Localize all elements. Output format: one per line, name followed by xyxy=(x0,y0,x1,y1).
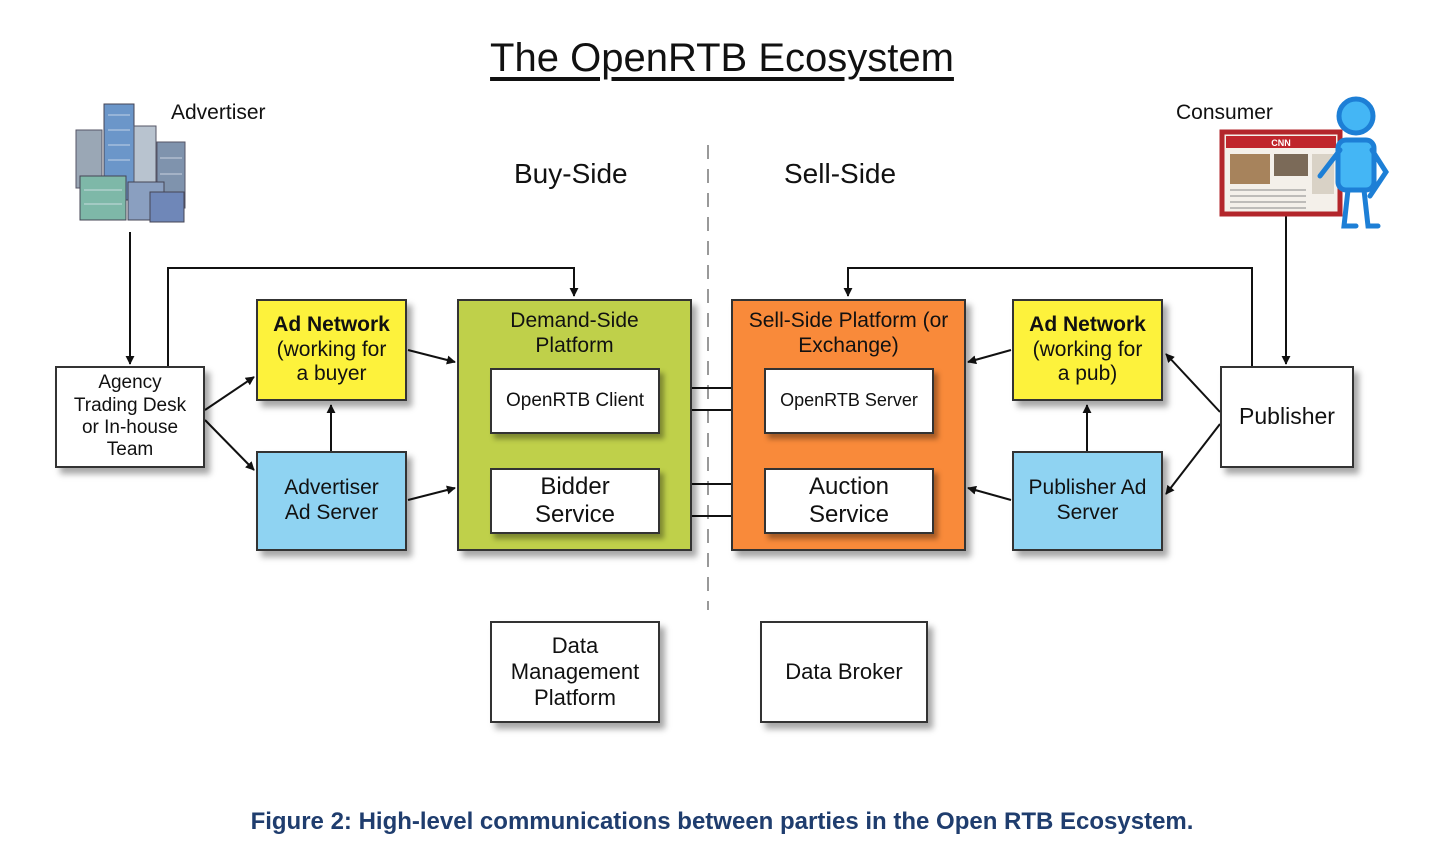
ssp-title-line: Sell-Side Platform (or xyxy=(748,309,949,332)
pub-ad-server-line: Server xyxy=(1056,501,1119,524)
auction-line: Service xyxy=(808,501,890,528)
advertiser-ad-server-box: Advertiser Ad Server xyxy=(256,451,407,551)
arrow-pub-adnetwork-to-ssp xyxy=(967,349,1012,365)
auction-service-box: Auction Service xyxy=(764,468,934,534)
consumer-label: Consumer xyxy=(1176,101,1273,124)
data-management-platform-box: Data Management Platform xyxy=(490,621,660,723)
publisher-label: Publisher xyxy=(1239,403,1335,430)
page-title: The OpenRTB Ecosystem xyxy=(490,36,954,80)
ad-network-title: Ad Network xyxy=(1029,312,1146,336)
dsp-title-line: Demand-Side xyxy=(510,309,639,332)
advertiser-label: Advertiser xyxy=(171,101,266,124)
sell-side-label: Sell-Side xyxy=(784,158,897,189)
ad-network-line: a pub) xyxy=(1057,362,1118,386)
dmp-line: Platform xyxy=(534,684,616,710)
arrow-publisher-to-adnetwork xyxy=(1165,353,1221,413)
auction-line: Auction xyxy=(808,472,890,500)
office-buildings-icon xyxy=(75,103,186,223)
arrow-adnetwork-to-dsp xyxy=(407,349,456,365)
bidder-service-box: Bidder Service xyxy=(490,468,660,534)
arrow-agency-to-dsp xyxy=(167,267,579,366)
publisher-ad-server-box: Publisher Ad Server xyxy=(1012,451,1163,551)
ad-network-line: a buyer xyxy=(296,362,367,386)
openrtb-client-box: OpenRTB Client xyxy=(490,368,660,434)
arrow-pub-adserver-to-ssp xyxy=(967,485,1012,501)
arrow-publisher-to-adserver xyxy=(1165,423,1221,495)
agency-line: Agency xyxy=(98,372,162,394)
dmp-line: Data xyxy=(551,633,599,659)
arrow-agency-to-advertiser-ad-server xyxy=(204,419,255,471)
bidder-line: Service xyxy=(534,501,616,528)
ad-network-pub-box: Ad Network (working for a pub) xyxy=(1012,299,1163,401)
arrow-agency-to-ad-network xyxy=(204,376,255,411)
arrow-publisher-to-ssp xyxy=(843,267,1253,366)
agency-trading-desk-box: Agency Trading Desk or In-house Team xyxy=(55,366,205,468)
openrtb-client-label: OpenRTB Client xyxy=(506,389,644,411)
ad-network-buyer-box: Ad Network (working for a buyer xyxy=(256,299,407,401)
agency-line: Trading Desk xyxy=(73,394,187,416)
bidder-line: Bidder xyxy=(540,472,610,500)
pub-ad-server-line: Publisher Ad xyxy=(1028,476,1147,500)
agency-line: Team xyxy=(106,439,154,461)
openrtb-server-box: OpenRTB Server xyxy=(764,368,934,434)
ad-server-line: Advertiser xyxy=(284,476,379,500)
data-broker-box: Data Broker xyxy=(760,621,928,723)
ad-network-line: (working for xyxy=(276,337,387,361)
browser-logo-text: CNN xyxy=(1271,138,1291,148)
data-broker-label: Data Broker xyxy=(785,659,903,685)
person-icon xyxy=(1317,96,1389,229)
dmp-line: Management xyxy=(510,659,640,685)
arrow-adserver-to-dsp xyxy=(407,485,456,501)
ad-server-line: Ad Server xyxy=(284,501,379,524)
ad-network-title: Ad Network xyxy=(273,312,390,336)
dsp-title-line: Platform xyxy=(535,333,614,357)
buy-side-label: Buy-Side xyxy=(514,158,628,189)
agency-line: or In-house xyxy=(81,417,179,438)
publisher-box: Publisher xyxy=(1220,366,1354,468)
ad-network-line: (working for xyxy=(1032,337,1143,361)
ssp-title-line: Exchange) xyxy=(798,333,899,357)
openrtb-server-label: OpenRTB Server xyxy=(780,390,918,411)
figure-caption: Figure 2: High-level communications betw… xyxy=(250,808,1194,835)
